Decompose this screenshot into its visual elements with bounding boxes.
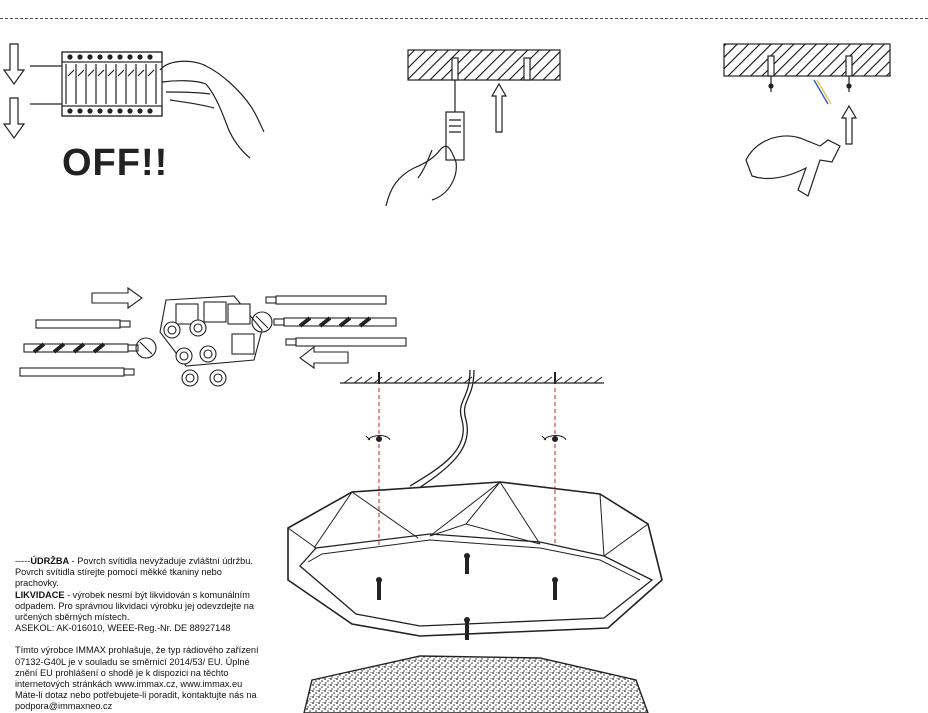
right-arrow-icon <box>91 286 143 310</box>
up-arrow-icon <box>840 104 858 145</box>
maintenance-title: ÚDRŽBA <box>30 556 70 566</box>
insert-anchors-illustration <box>723 43 891 197</box>
wiring-diagram <box>19 286 407 387</box>
declaration-text: Tímto výrobce IMMAX prohlašuje, že typ r… <box>15 645 259 712</box>
down-arrow-icon <box>2 97 26 140</box>
disposal-title: LIKVIDACE <box>15 589 65 600</box>
top-dashed-divider <box>0 18 928 19</box>
up-arrow-icon <box>490 82 508 133</box>
maintenance-prefix: ----- <box>15 556 31 566</box>
registration-text: ASEKOL: AK-016010, WEEE-Reg.-Nr. DE 8892… <box>15 623 231 634</box>
breaker-panel-illustration <box>2 43 265 159</box>
maintenance-text: - Povrch svítidla nevyžaduje zvláštní úd… <box>15 556 253 589</box>
disposal-paragraph: LIKVIDACE - výrobek nesmí být likvidován… <box>15 590 265 624</box>
left-arrow-icon <box>299 345 349 370</box>
disposal-text: - výrobek nesmí být likvidován s komunál… <box>15 589 255 623</box>
down-arrow-icon <box>2 43 26 86</box>
drill-ceiling-illustration <box>385 49 561 207</box>
off-warning-label: OFF!! <box>62 142 169 184</box>
maintenance-notes: -----ÚDRŽBA - Povrch svítidla nevyžaduje… <box>15 556 265 713</box>
ceiling-mount-diagram <box>287 369 663 713</box>
maintenance-paragraph: -----ÚDRŽBA - Povrch svítidla nevyžaduje… <box>15 556 265 590</box>
